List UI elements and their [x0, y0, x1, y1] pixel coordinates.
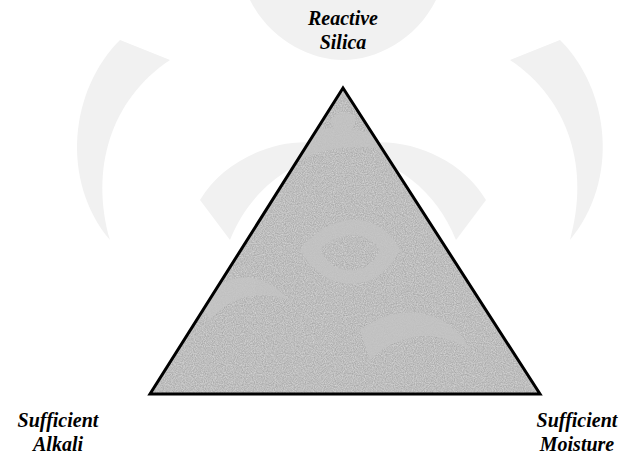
vertex-label: Reactive Silica [291, 6, 395, 54]
triangle-fill [150, 88, 540, 394]
triangle-outline [150, 88, 540, 394]
vertex-label: Sufficient Moisture [527, 408, 627, 456]
vertex-label: Sufficient Alkali [6, 408, 110, 456]
watermark-inside [200, 113, 470, 361]
